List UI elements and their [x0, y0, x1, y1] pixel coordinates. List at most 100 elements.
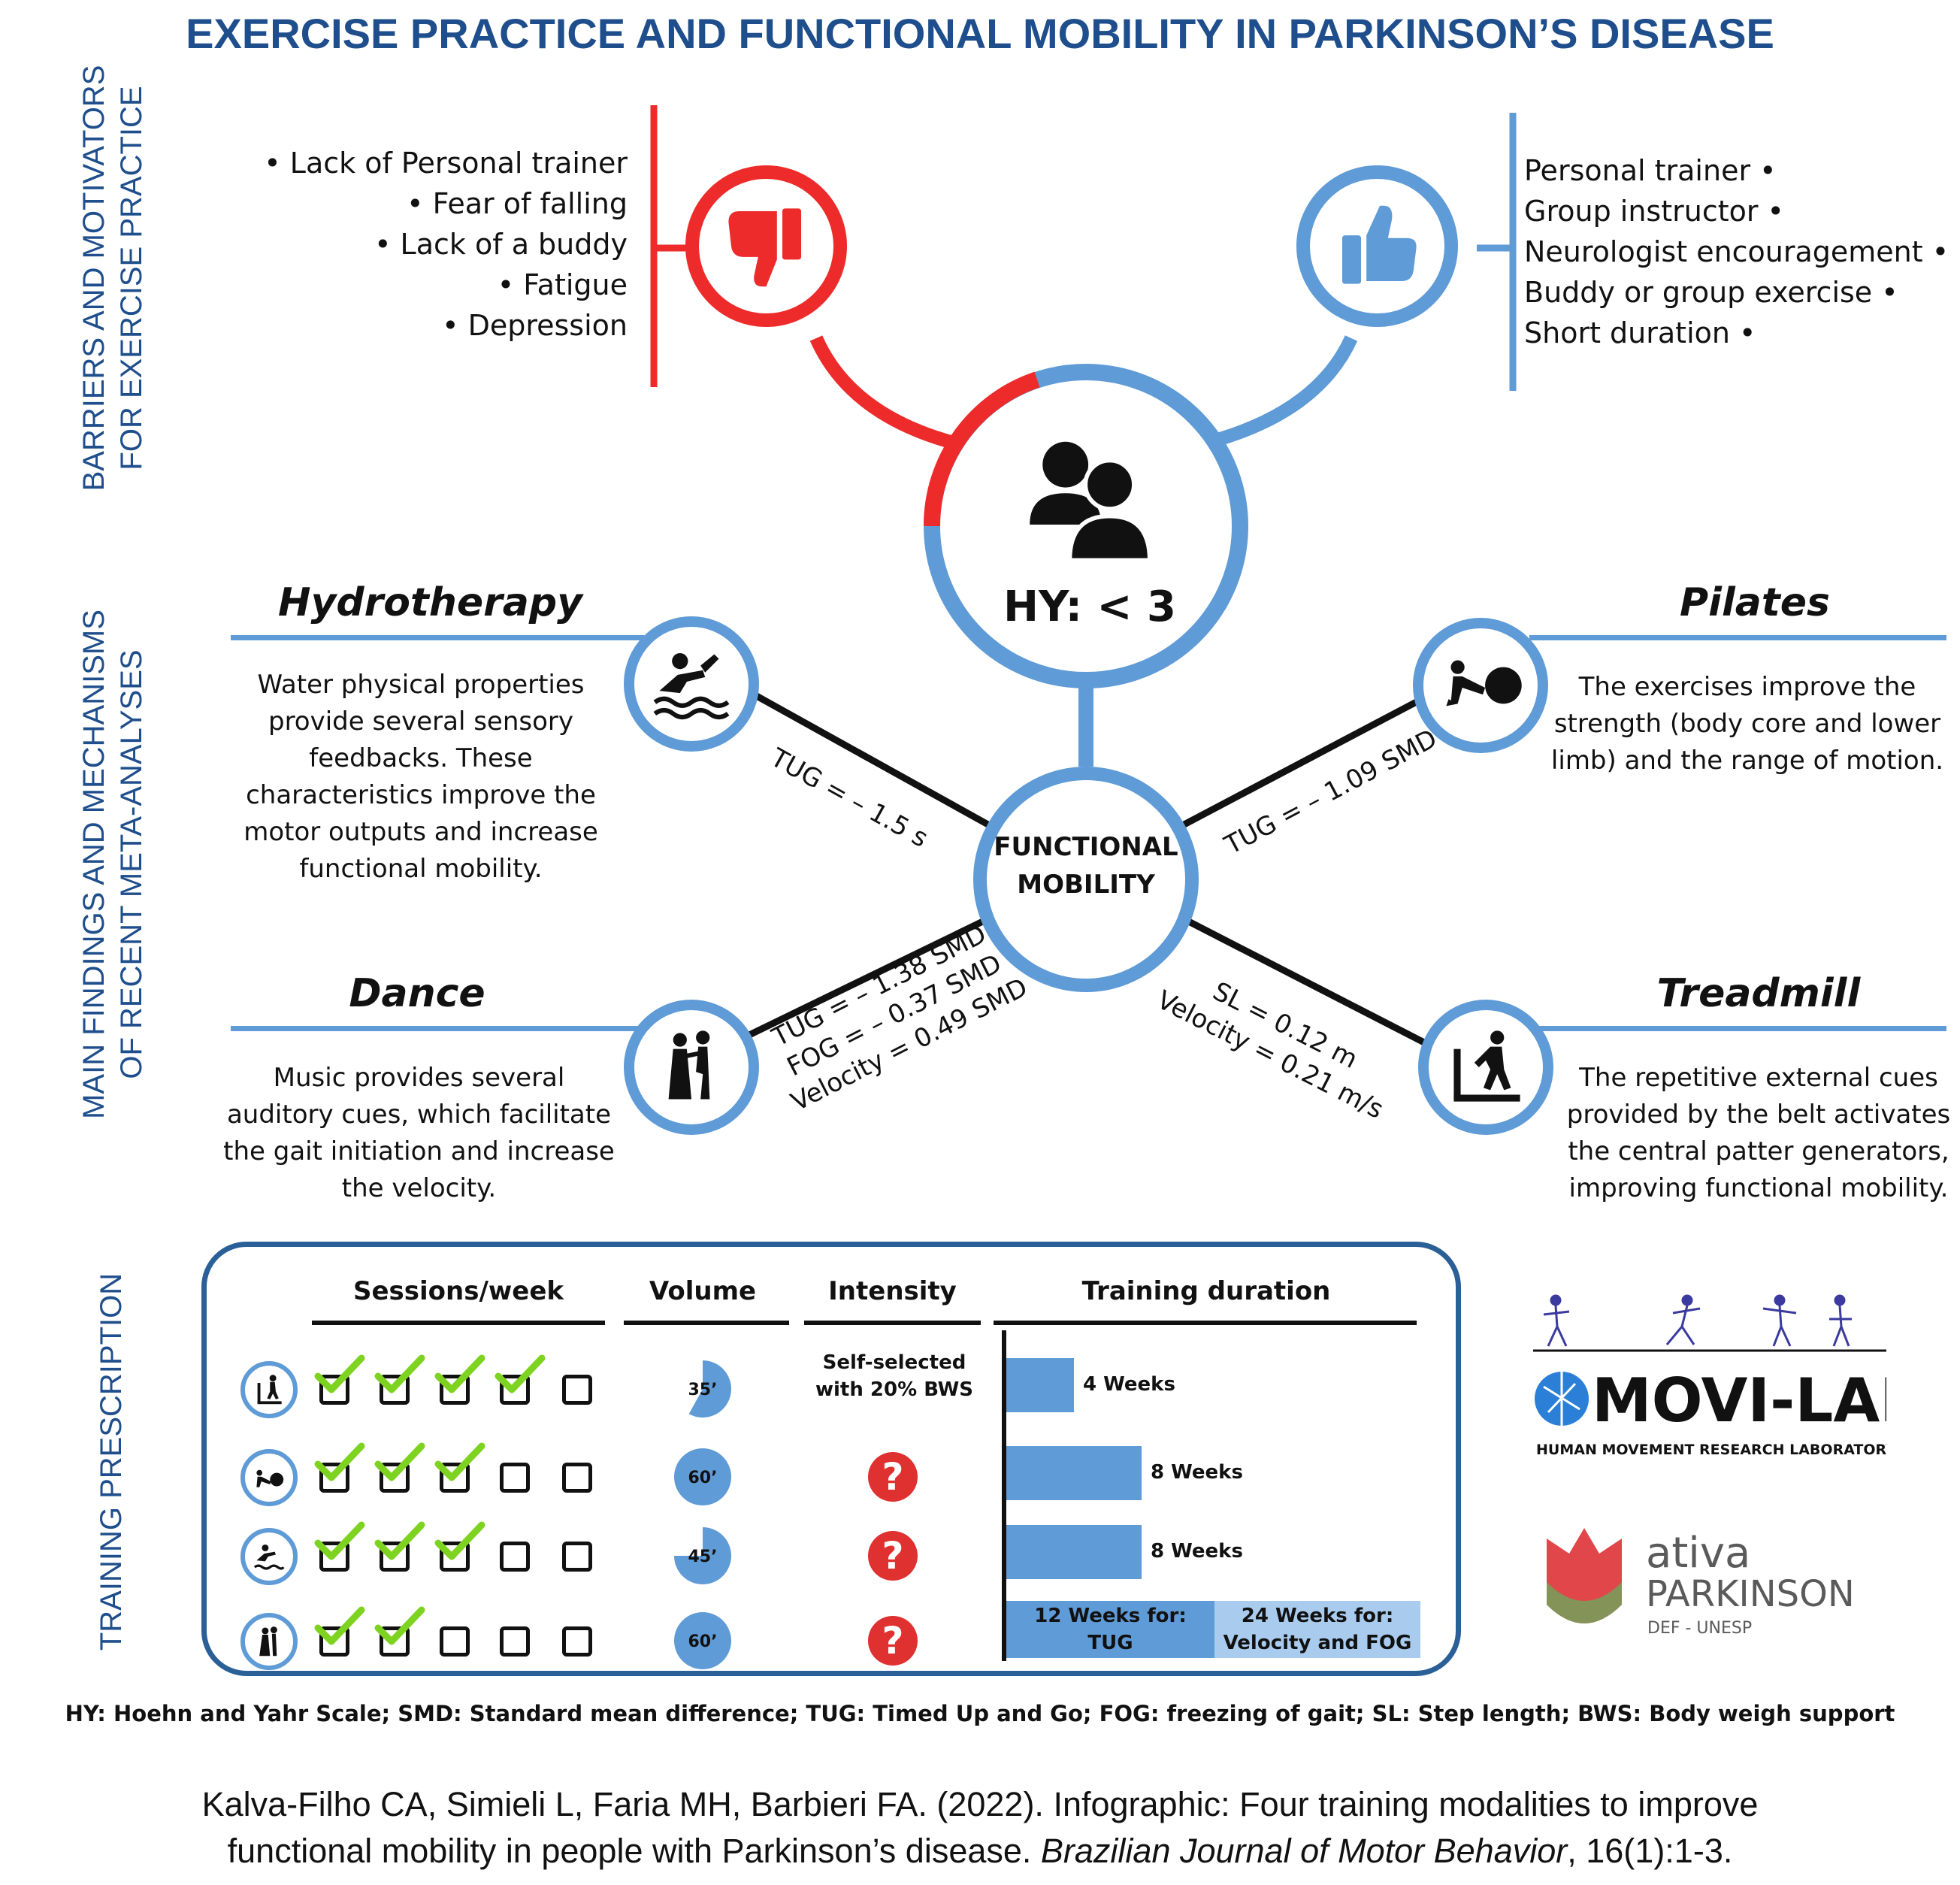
motivator-item: Short duration • [1524, 316, 1756, 349]
intensity-header: Intensity [828, 1276, 957, 1306]
ativa-wordmark: ativa [1646, 1529, 1750, 1578]
citation-line-1: Kalva-Filho CA, Simieli L, Faria MH, Bar… [201, 1785, 1759, 1823]
session-checkbox-empty [500, 1463, 530, 1493]
barrier-item: • Lack of Personal trainer [264, 147, 628, 180]
duration-axis [1002, 1330, 1006, 1661]
duration-label: 4 Weeks [1083, 1373, 1175, 1396]
volume-header-rule [624, 1321, 789, 1325]
pilates-underline [1529, 635, 1946, 640]
parkinson-wordmark: PARKINSON [1646, 1573, 1855, 1615]
duration-bar [1006, 1358, 1074, 1412]
duration-label: 8 Weeks [1151, 1540, 1243, 1563]
duration-header-rule [994, 1321, 1417, 1325]
citation: Kalva-Filho CA, Simieli L, Faria MH, Bar… [0, 1781, 1960, 1874]
volume-label: 35’ [688, 1381, 718, 1399]
dance-circle [624, 1000, 759, 1135]
session-checkbox-empty [500, 1542, 530, 1572]
checkmark-icon [314, 1606, 365, 1645]
hydro-spoke [719, 673, 994, 830]
treadmill-underline [1533, 1026, 1946, 1031]
volume-label: 60’ [688, 1632, 718, 1651]
thumbs-down-icon [728, 208, 802, 287]
citation-volume: , 16(1):1-3. [1567, 1832, 1733, 1870]
volume-pie: 60’ [674, 1448, 731, 1505]
row-icon-circle [240, 1613, 298, 1670]
hydrotherapy-heading: Hydrotherapy [278, 580, 583, 625]
unknown-intensity-icon: ? [868, 1531, 918, 1581]
row-icon-circle [240, 1528, 298, 1585]
thumbs-up-circle [1296, 165, 1458, 327]
people-icon [1030, 441, 1152, 563]
checkmark-icon [374, 1521, 425, 1560]
barrier-item: • Fear of falling [407, 187, 628, 220]
thumbs-down-circle [685, 165, 847, 327]
treadmill-icon [1453, 1030, 1520, 1102]
hy-label: HY: < 3 [1003, 582, 1176, 631]
journal-name: Brazilian Journal of Motor Behavior [1040, 1832, 1568, 1870]
unknown-intensity-icon: ? [868, 1616, 918, 1666]
duration-segment-label: 12 Weeks for:TUG [1034, 1605, 1187, 1654]
ativa-parkinson-logo: ativa PARKINSON DEF - UNESP [1547, 1528, 1855, 1638]
row-icon-circle [240, 1361, 298, 1418]
motivators-list: Personal trainer • Group instructor • Ne… [1524, 150, 1949, 353]
checkmark-icon [374, 1606, 425, 1645]
citation-text: functional mobility in people with Parki… [227, 1832, 1041, 1870]
intensity-header-rule [804, 1321, 981, 1325]
checkmark-icon [374, 1442, 425, 1481]
pilates-heading: Pilates [1680, 580, 1830, 625]
sessions-header: Sessions/week [352, 1276, 564, 1306]
barrier-item: • Depression [442, 309, 628, 342]
checkmark-icon [314, 1442, 365, 1481]
pilates-spoke [1178, 681, 1453, 830]
volume-pie: 35’ [688, 1360, 731, 1418]
volume-pie: 45’ [674, 1527, 731, 1584]
functional-mobility-label: FUNCTIONAL MOBILITY [977, 828, 1195, 903]
sessions-header-rule [312, 1321, 605, 1325]
movi-lab-subtitle: HUMAN MOVEMENT RESEARCH LABORATORY [1536, 1442, 1886, 1458]
duration-bar [1006, 1446, 1142, 1500]
unknown-intensity-icon: ? [868, 1452, 918, 1502]
treadmill-heading: Treadmill [1656, 971, 1861, 1016]
treadmill-circle [1418, 1000, 1553, 1135]
session-checkbox-empty [562, 1626, 592, 1657]
barrier-item: • Fatigue [497, 268, 628, 301]
citation-line-2: functional mobility in people with Parki… [0, 1828, 1960, 1874]
functional-mobility-line: MOBILITY [1017, 870, 1155, 900]
swimmer-icon [653, 652, 730, 720]
dance-underline [231, 1026, 644, 1031]
intensity-text: Self-selected with 20% BWS [815, 1351, 973, 1401]
volume-header: Volume [649, 1276, 757, 1306]
motivator-item: Personal trainer • [1524, 154, 1777, 187]
hy-circle-red-arc [923, 371, 1040, 527]
volume-pie: 60’ [674, 1612, 731, 1669]
session-checkbox-empty [562, 1375, 592, 1405]
motivator-item: Neurologist encouragement • [1524, 235, 1949, 268]
pilates-icon [256, 1469, 284, 1487]
session-checkbox-empty [562, 1463, 592, 1493]
checkmark-icon [314, 1354, 365, 1393]
treadmill-spoke [1178, 913, 1453, 1060]
checkmark-icon [434, 1442, 485, 1481]
motivator-arc [1215, 335, 1358, 446]
checkmark-icon [434, 1521, 485, 1560]
ativa-subtitle: DEF - UNESP [1647, 1619, 1752, 1638]
checkmark-icon [495, 1354, 546, 1393]
hydrotherapy-circle [624, 616, 759, 752]
pilates-ball-icon [1446, 660, 1522, 706]
duration-bar-segment: 12 Weeks for:TUG [1006, 1601, 1214, 1658]
session-checkbox-empty [440, 1626, 470, 1657]
duration-header: Training duration [1081, 1276, 1331, 1306]
pilates-description: The exercises improve the strength (body… [1550, 672, 1944, 776]
training-prescription-box [201, 1242, 1461, 1676]
hydrotherapy-description: Water physical properties provide severa… [243, 670, 598, 884]
treadmill-icon [257, 1375, 282, 1405]
motivator-item: Group instructor • [1524, 195, 1784, 228]
dance-spoke [720, 913, 994, 1052]
infographic-title: EXERCISE PRACTICE AND FUNCTIONAL MOBILIT… [186, 10, 1774, 57]
row-icon-circle [240, 1449, 298, 1506]
duration-segment-label: 24 Weeks for:Velocity and FOG [1223, 1605, 1412, 1654]
session-checkbox-empty [562, 1542, 592, 1572]
volume-label: 60’ [688, 1469, 718, 1487]
session-checkbox-empty [500, 1626, 530, 1657]
